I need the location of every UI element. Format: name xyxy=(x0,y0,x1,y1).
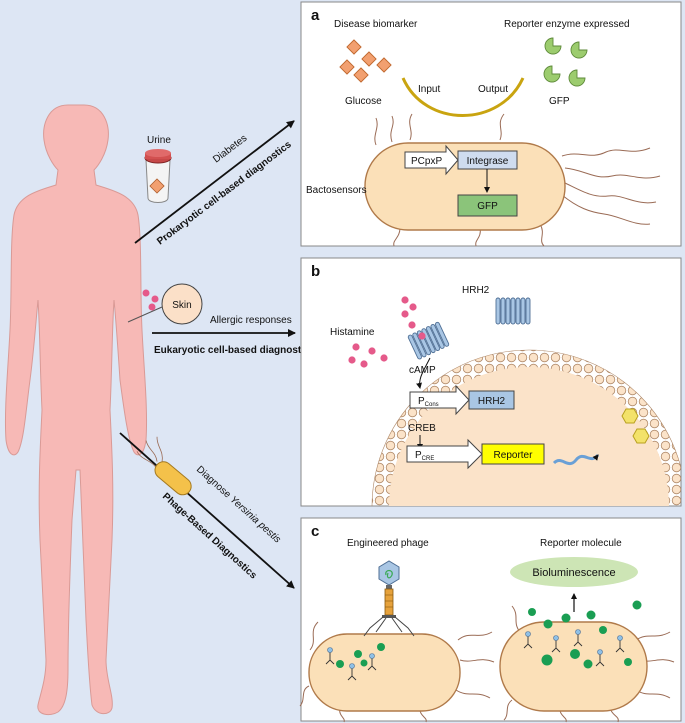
human-body-silhouette xyxy=(4,104,148,716)
camp-label: cAMP xyxy=(409,365,436,376)
urine-label: Urine xyxy=(147,135,171,146)
skin-label: Skin xyxy=(172,300,191,311)
reporter-protein-hexagons xyxy=(621,408,650,444)
hrh2-gene-box xyxy=(468,390,515,410)
skin-particles xyxy=(142,289,159,311)
receptors-right xyxy=(523,629,625,667)
bioluminescence-label: Bioluminescence xyxy=(532,567,615,579)
panel-c: c Engineered phage Reporter molecule xyxy=(299,517,682,723)
skin-connector xyxy=(127,306,163,323)
pcons-label: PCons xyxy=(418,396,439,408)
pcre-label: PCRE xyxy=(415,450,434,462)
pcons-promoter-arrow xyxy=(409,384,470,416)
pcpxp-label: PCpxP xyxy=(411,156,442,167)
host-cell-right xyxy=(499,621,648,712)
output-label: Output xyxy=(478,84,508,95)
disease-biomarker-label: Disease biomarker xyxy=(334,19,418,30)
bactosensors-label: Bactosensors xyxy=(306,185,367,196)
green-reporter-left xyxy=(336,643,385,668)
bioluminescence-ellipse xyxy=(510,557,638,587)
reporter-molecule-label: Reporter molecule xyxy=(540,538,622,549)
pcpxp-promoter-arrow xyxy=(404,144,459,176)
camp-arrow xyxy=(416,357,431,389)
panel-b: b HRH2 Histamine cAMP PCons HRH2 CREB xyxy=(300,257,682,507)
phage-arrow xyxy=(119,432,295,589)
gfp-box-label: GFP xyxy=(477,201,498,212)
prokaryotic-arrow xyxy=(134,120,295,244)
pcre-promoter-arrow xyxy=(406,438,483,470)
eukaryotic-label: Eukaryotic cell-based diagnostic xyxy=(154,345,310,356)
integrase-label: Integrase xyxy=(467,156,509,167)
panel-a-letter: a xyxy=(311,7,320,24)
reporter-gene-label: Reporter xyxy=(494,450,534,461)
hrh2-top-label: HRH2 xyxy=(462,285,490,296)
histamine-label: Histamine xyxy=(330,327,375,338)
yersinia-bacterium-icon xyxy=(136,436,192,496)
input-label: Input xyxy=(418,84,440,95)
engineered-phage-label: Engineered phage xyxy=(347,538,429,549)
glucose-label: Glucose xyxy=(345,96,382,107)
hrh2-gene-label: HRH2 xyxy=(478,396,506,407)
hrh2-receptor-right xyxy=(495,297,531,325)
glucose-molecules xyxy=(339,39,392,83)
panel-c-letter: c xyxy=(311,523,319,540)
green-reporter-right xyxy=(528,600,642,669)
input-output-arc xyxy=(401,77,525,117)
skin-circle xyxy=(161,283,203,325)
host-cell-left xyxy=(308,633,461,712)
histamine-particles xyxy=(348,296,426,368)
mrna-squiggle-arrow xyxy=(552,453,600,466)
creb-label: CREB xyxy=(408,423,436,434)
panel-a: a Disease biomarker Reporter enzyme expr… xyxy=(300,1,682,247)
receptors-left xyxy=(325,647,377,681)
panel-b-letter: b xyxy=(311,263,320,280)
engineered-phage-icon xyxy=(363,560,415,637)
gfp-box xyxy=(457,194,518,217)
urine-cup-icon xyxy=(144,149,172,203)
reporter-gene-box xyxy=(481,443,545,465)
reporter-expressed-label: Reporter enzyme expressed xyxy=(504,19,630,30)
gfp-reporter-shapes xyxy=(543,37,588,87)
gfp-label: GFP xyxy=(549,96,570,107)
allergic-label: Allergic responses xyxy=(210,315,292,326)
